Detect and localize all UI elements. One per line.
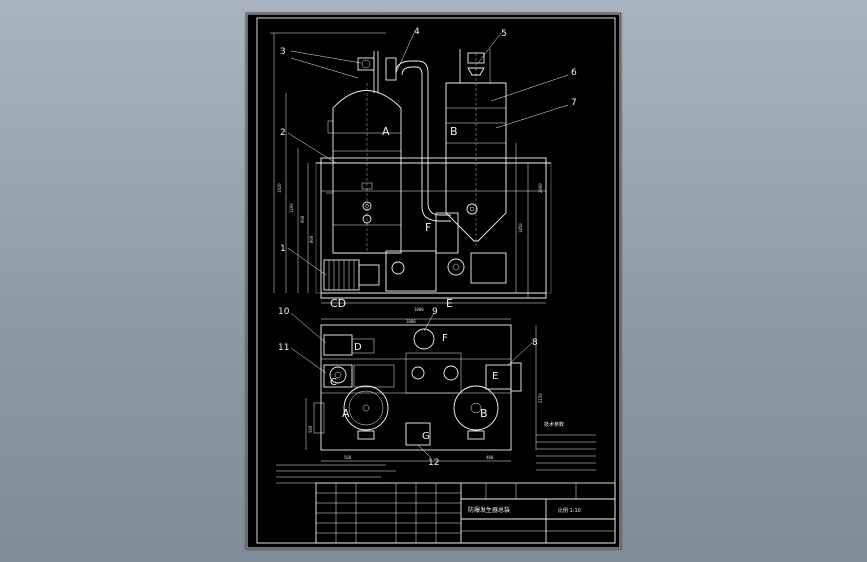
callout-4: 4 — [414, 27, 420, 37]
tech-params: 技术参数 — [536, 421, 596, 471]
dim-height-1920: 1920 — [277, 183, 282, 193]
drawing-name: 防爆发生器总装 — [468, 506, 510, 514]
drawing-scale: 比例 1:10 — [558, 507, 581, 514]
label-b-plan: B — [480, 407, 488, 420]
dim-plan-width: 1800 — [406, 319, 416, 324]
label-f: F — [425, 221, 431, 234]
callout-1: 1 — [280, 244, 286, 254]
plan-view: 560 480 1800 2150 500 D C F E A B G 10 1… — [278, 307, 543, 468]
outer-border — [246, 13, 621, 549]
dim-height-2800: 2800 — [538, 183, 543, 193]
label-tank-b: B — [450, 125, 458, 138]
notes-block — [276, 464, 396, 484]
unit-f — [435, 212, 459, 254]
elevation-view: 1920 1200 900 800 1450 2800 1800 A B F C… — [270, 27, 577, 312]
dim-plan-depth: 2150 — [538, 393, 543, 403]
callout-8: 8 — [532, 338, 538, 348]
unit-c — [323, 364, 353, 388]
label-d-plan: D — [354, 342, 362, 353]
dim-height-1450: 1450 — [518, 223, 523, 233]
label-e: E — [446, 297, 453, 310]
dim-height-900: 900 — [300, 215, 305, 223]
dim-top-width: 1800 — [414, 307, 424, 312]
dim-depth-left: 500 — [308, 425, 313, 433]
dim-height-1200: 1200 — [289, 203, 294, 213]
title-block: 防爆发生器总装 比例 1:10 — [315, 482, 616, 544]
dim-height-800: 800 — [309, 235, 314, 243]
tech-title: 技术参数 — [544, 421, 564, 428]
casing-frame — [320, 157, 547, 299]
engineering-drawing: 1920 1200 900 800 1450 2800 1800 A B F C… — [246, 13, 621, 549]
label-g-plan: G — [422, 431, 430, 442]
callout-6: 6 — [571, 68, 577, 78]
tank-b — [445, 82, 507, 242]
label-cd: CD — [330, 297, 346, 310]
label-f-plan: F — [442, 333, 448, 344]
transfer-pipe — [395, 60, 451, 216]
label-c-plan: C — [330, 377, 337, 388]
callout-3: 3 — [280, 47, 286, 57]
callout-5: 5 — [501, 29, 507, 39]
callout-11: 11 — [278, 343, 289, 353]
tank-a — [332, 90, 402, 254]
tank-b-plan — [453, 385, 499, 431]
unit-d — [323, 334, 353, 356]
tank-a-plan — [343, 385, 389, 431]
callout-12: 12 — [428, 458, 439, 468]
callout-2: 2 — [280, 128, 286, 138]
label-a-plan: A — [342, 407, 350, 420]
callout-7: 7 — [571, 98, 577, 108]
dim-plan-left: 560 — [344, 455, 352, 460]
label-tank-a: A — [382, 125, 390, 138]
label-e-plan: E — [492, 371, 498, 382]
callout-9: 9 — [432, 307, 438, 317]
dim-plan-right: 480 — [486, 455, 494, 460]
pump-unit — [385, 250, 437, 292]
callout-10: 10 — [278, 307, 290, 317]
drawing-sheet: 1920 1200 900 800 1450 2800 1800 A B F C… — [246, 13, 621, 549]
